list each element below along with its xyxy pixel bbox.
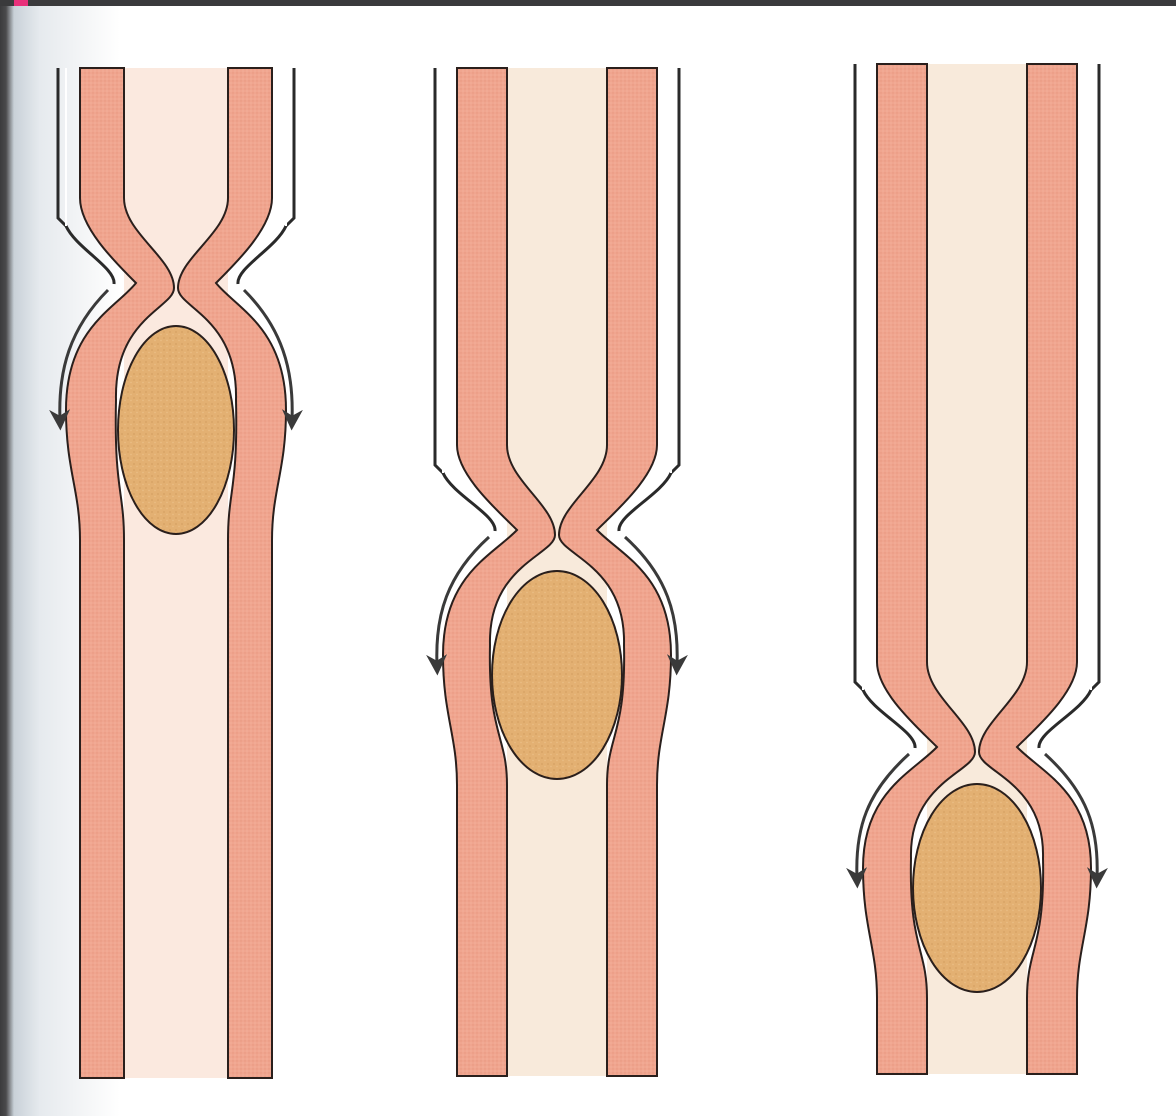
bolus-oval-icon xyxy=(492,571,622,779)
bolus-oval-icon xyxy=(118,326,234,534)
lumen xyxy=(124,68,228,1078)
panel-stage-1 xyxy=(58,68,294,1078)
panel-stage-2 xyxy=(435,68,679,1076)
panel-stage-3 xyxy=(855,64,1099,1074)
bolus-oval-icon xyxy=(913,784,1041,992)
